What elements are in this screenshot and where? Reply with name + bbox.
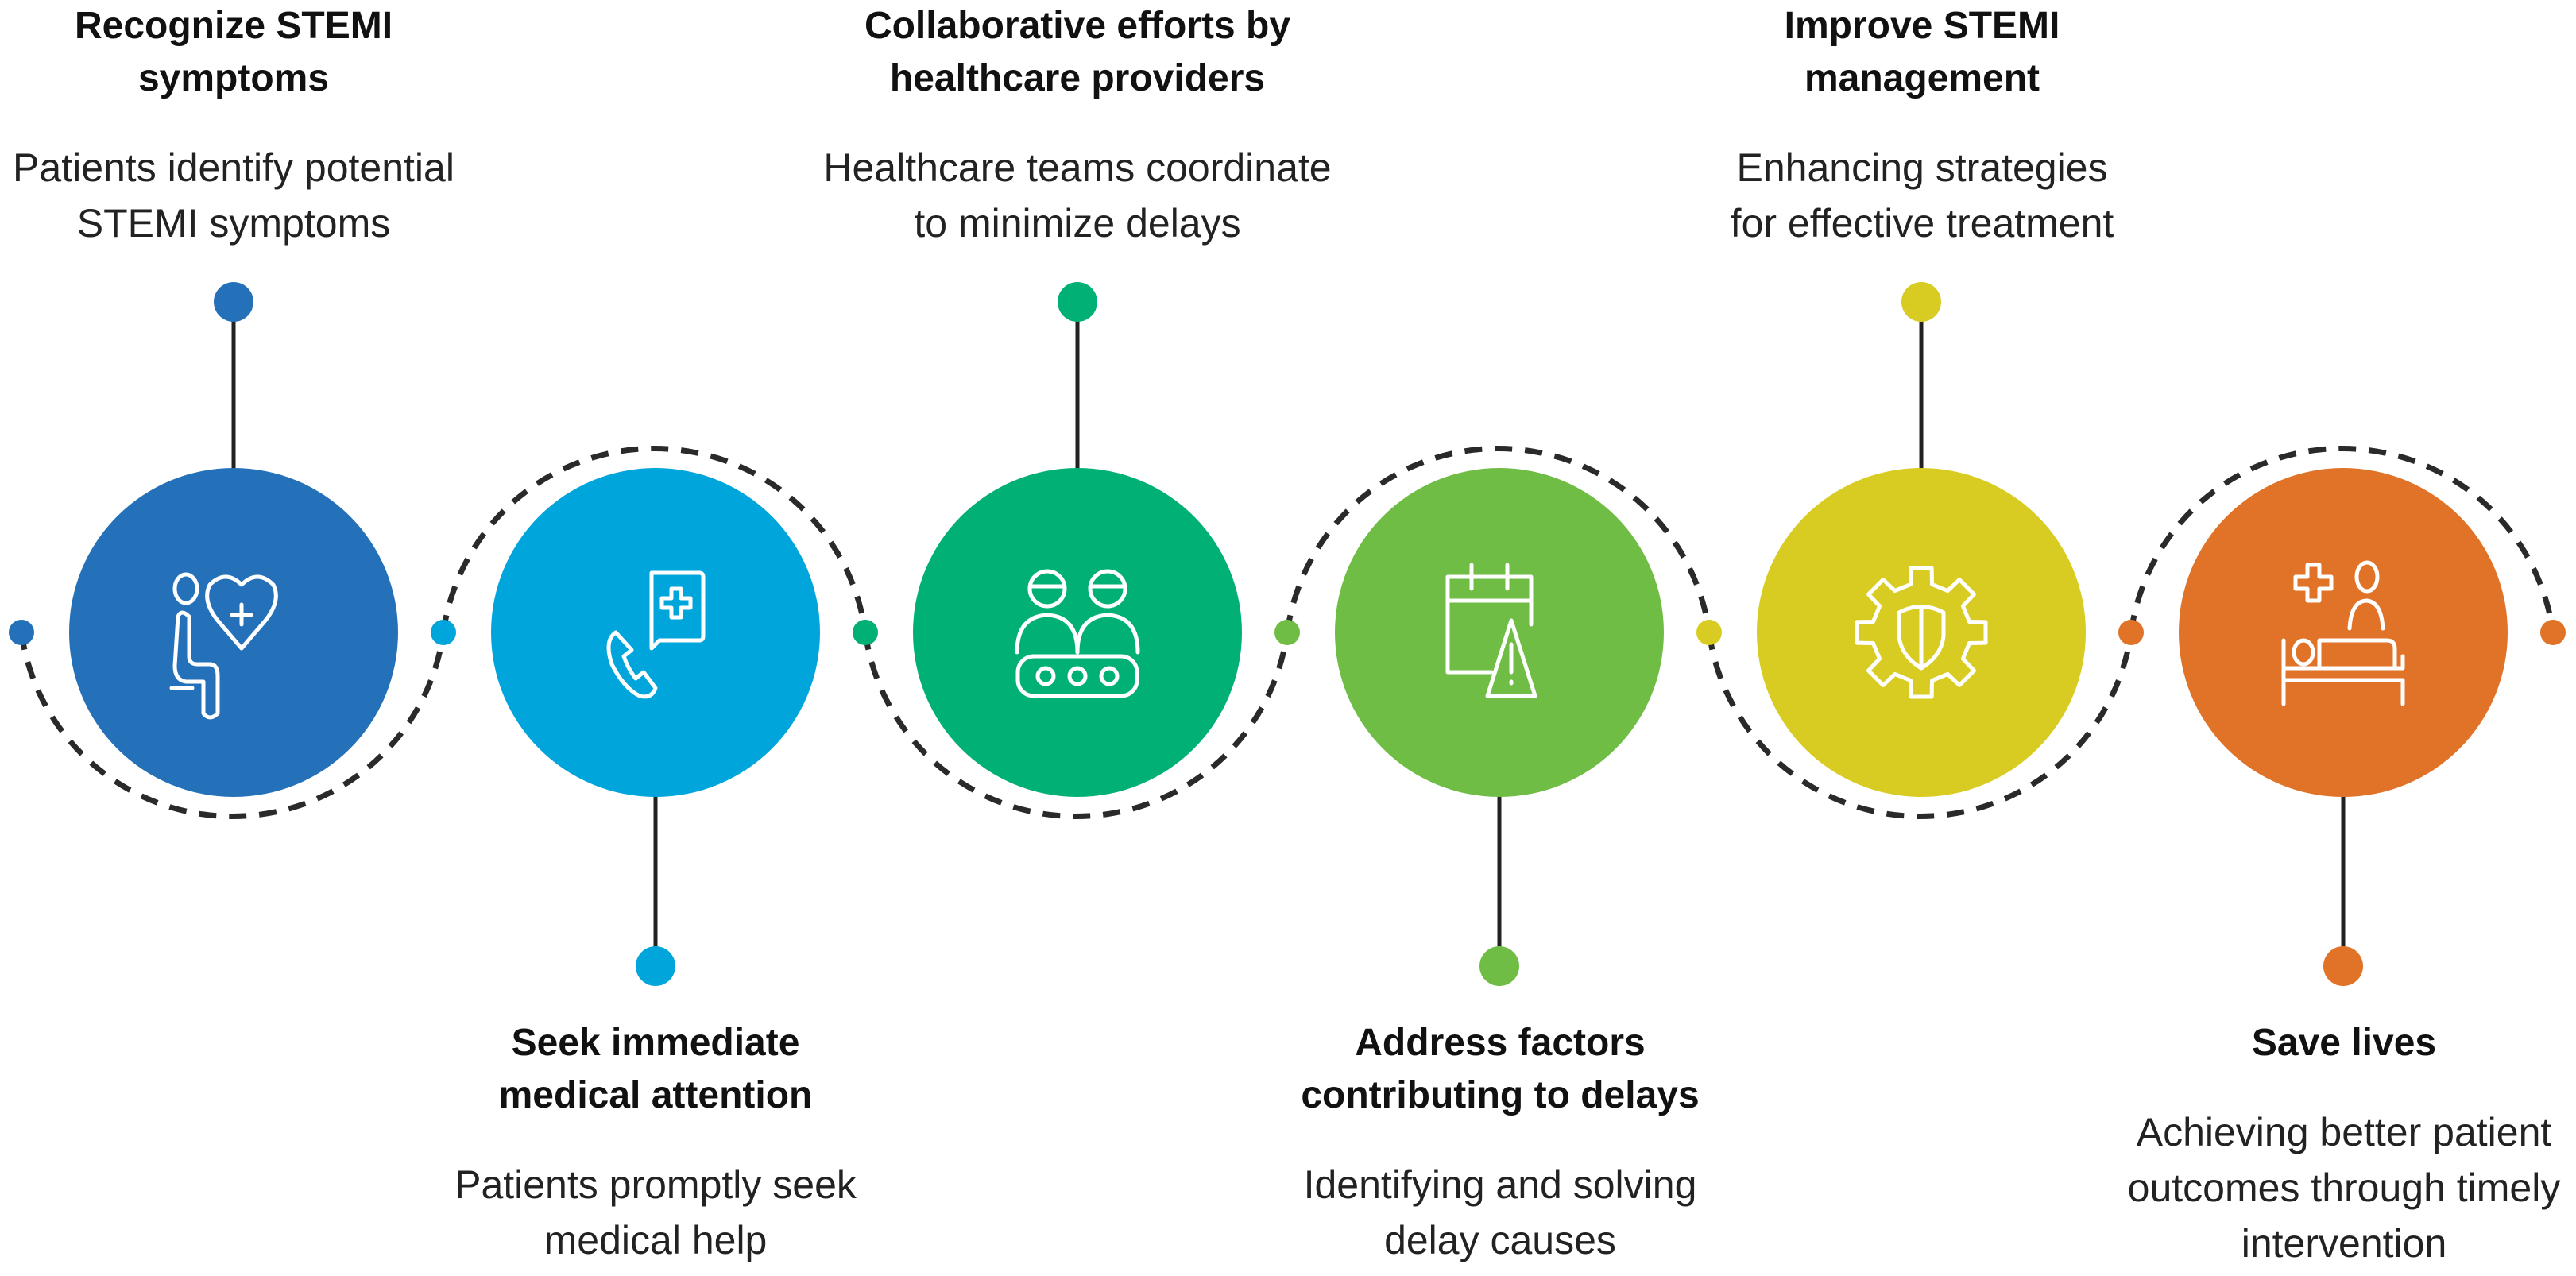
body-shape [2347,598,2385,631]
timeline-dot [2118,620,2144,645]
team-icon [1015,569,1140,698]
dashed-arc [2128,446,2556,633]
timeline-dot [2540,620,2566,645]
dashed-arc [862,632,1290,819]
cross-shape [659,586,693,620]
speech-bubble [649,570,706,651]
table-shape [1015,654,1139,698]
calendar-outline [1445,574,1534,675]
dashed-arc [1706,632,2134,819]
timeline-dot [1274,620,1300,645]
step-circle [913,468,1242,797]
head-shape [2354,560,2380,594]
bed-frame [2281,638,2405,706]
calendar-warning-icon [1445,563,1537,698]
gear-shape [1855,566,1988,699]
timeline-dot [9,620,34,645]
connector-dot [1901,282,1941,322]
timeline-dot [853,620,878,645]
dot-shape [1067,666,1088,686]
patient-head [2292,638,2315,667]
head-shape [1088,569,1127,609]
dashed-arc [18,632,447,819]
step-circle [1335,468,1664,797]
plus-shape [230,602,253,627]
connector-dot [636,946,675,986]
hospital-bed-icon [2281,560,2405,706]
head-shape [172,572,199,605]
dot-shape [1035,666,1056,686]
phone-shape [606,630,658,699]
cross-shape [2293,563,2334,603]
step-circle [491,468,820,797]
warning-triangle [1485,618,1537,698]
connector-dot [1058,282,1097,322]
connector-dot [214,282,253,322]
heart-shape [205,574,278,651]
connector-dot [1479,946,1519,986]
body-shape [1015,613,1080,655]
step-circle [2179,468,2508,797]
dashed-arc [440,446,868,633]
connector-dot [2323,946,2363,986]
body-shape [1075,613,1140,655]
phone-medical-icon [606,570,706,699]
calendar-rings [1469,563,1510,591]
timeline-dot [1696,620,1722,645]
timeline-dot [431,620,456,645]
dashed-arc [1284,446,1712,633]
blanket [2317,638,2397,671]
patient-heart-icon [169,572,278,720]
gear-shield-icon [1855,566,1988,699]
head-shape [1027,569,1067,609]
step-title: Save lives [2251,1022,2437,1064]
seat-shape [172,610,220,720]
step-circle [69,468,398,797]
dot-shape [1099,666,1120,686]
